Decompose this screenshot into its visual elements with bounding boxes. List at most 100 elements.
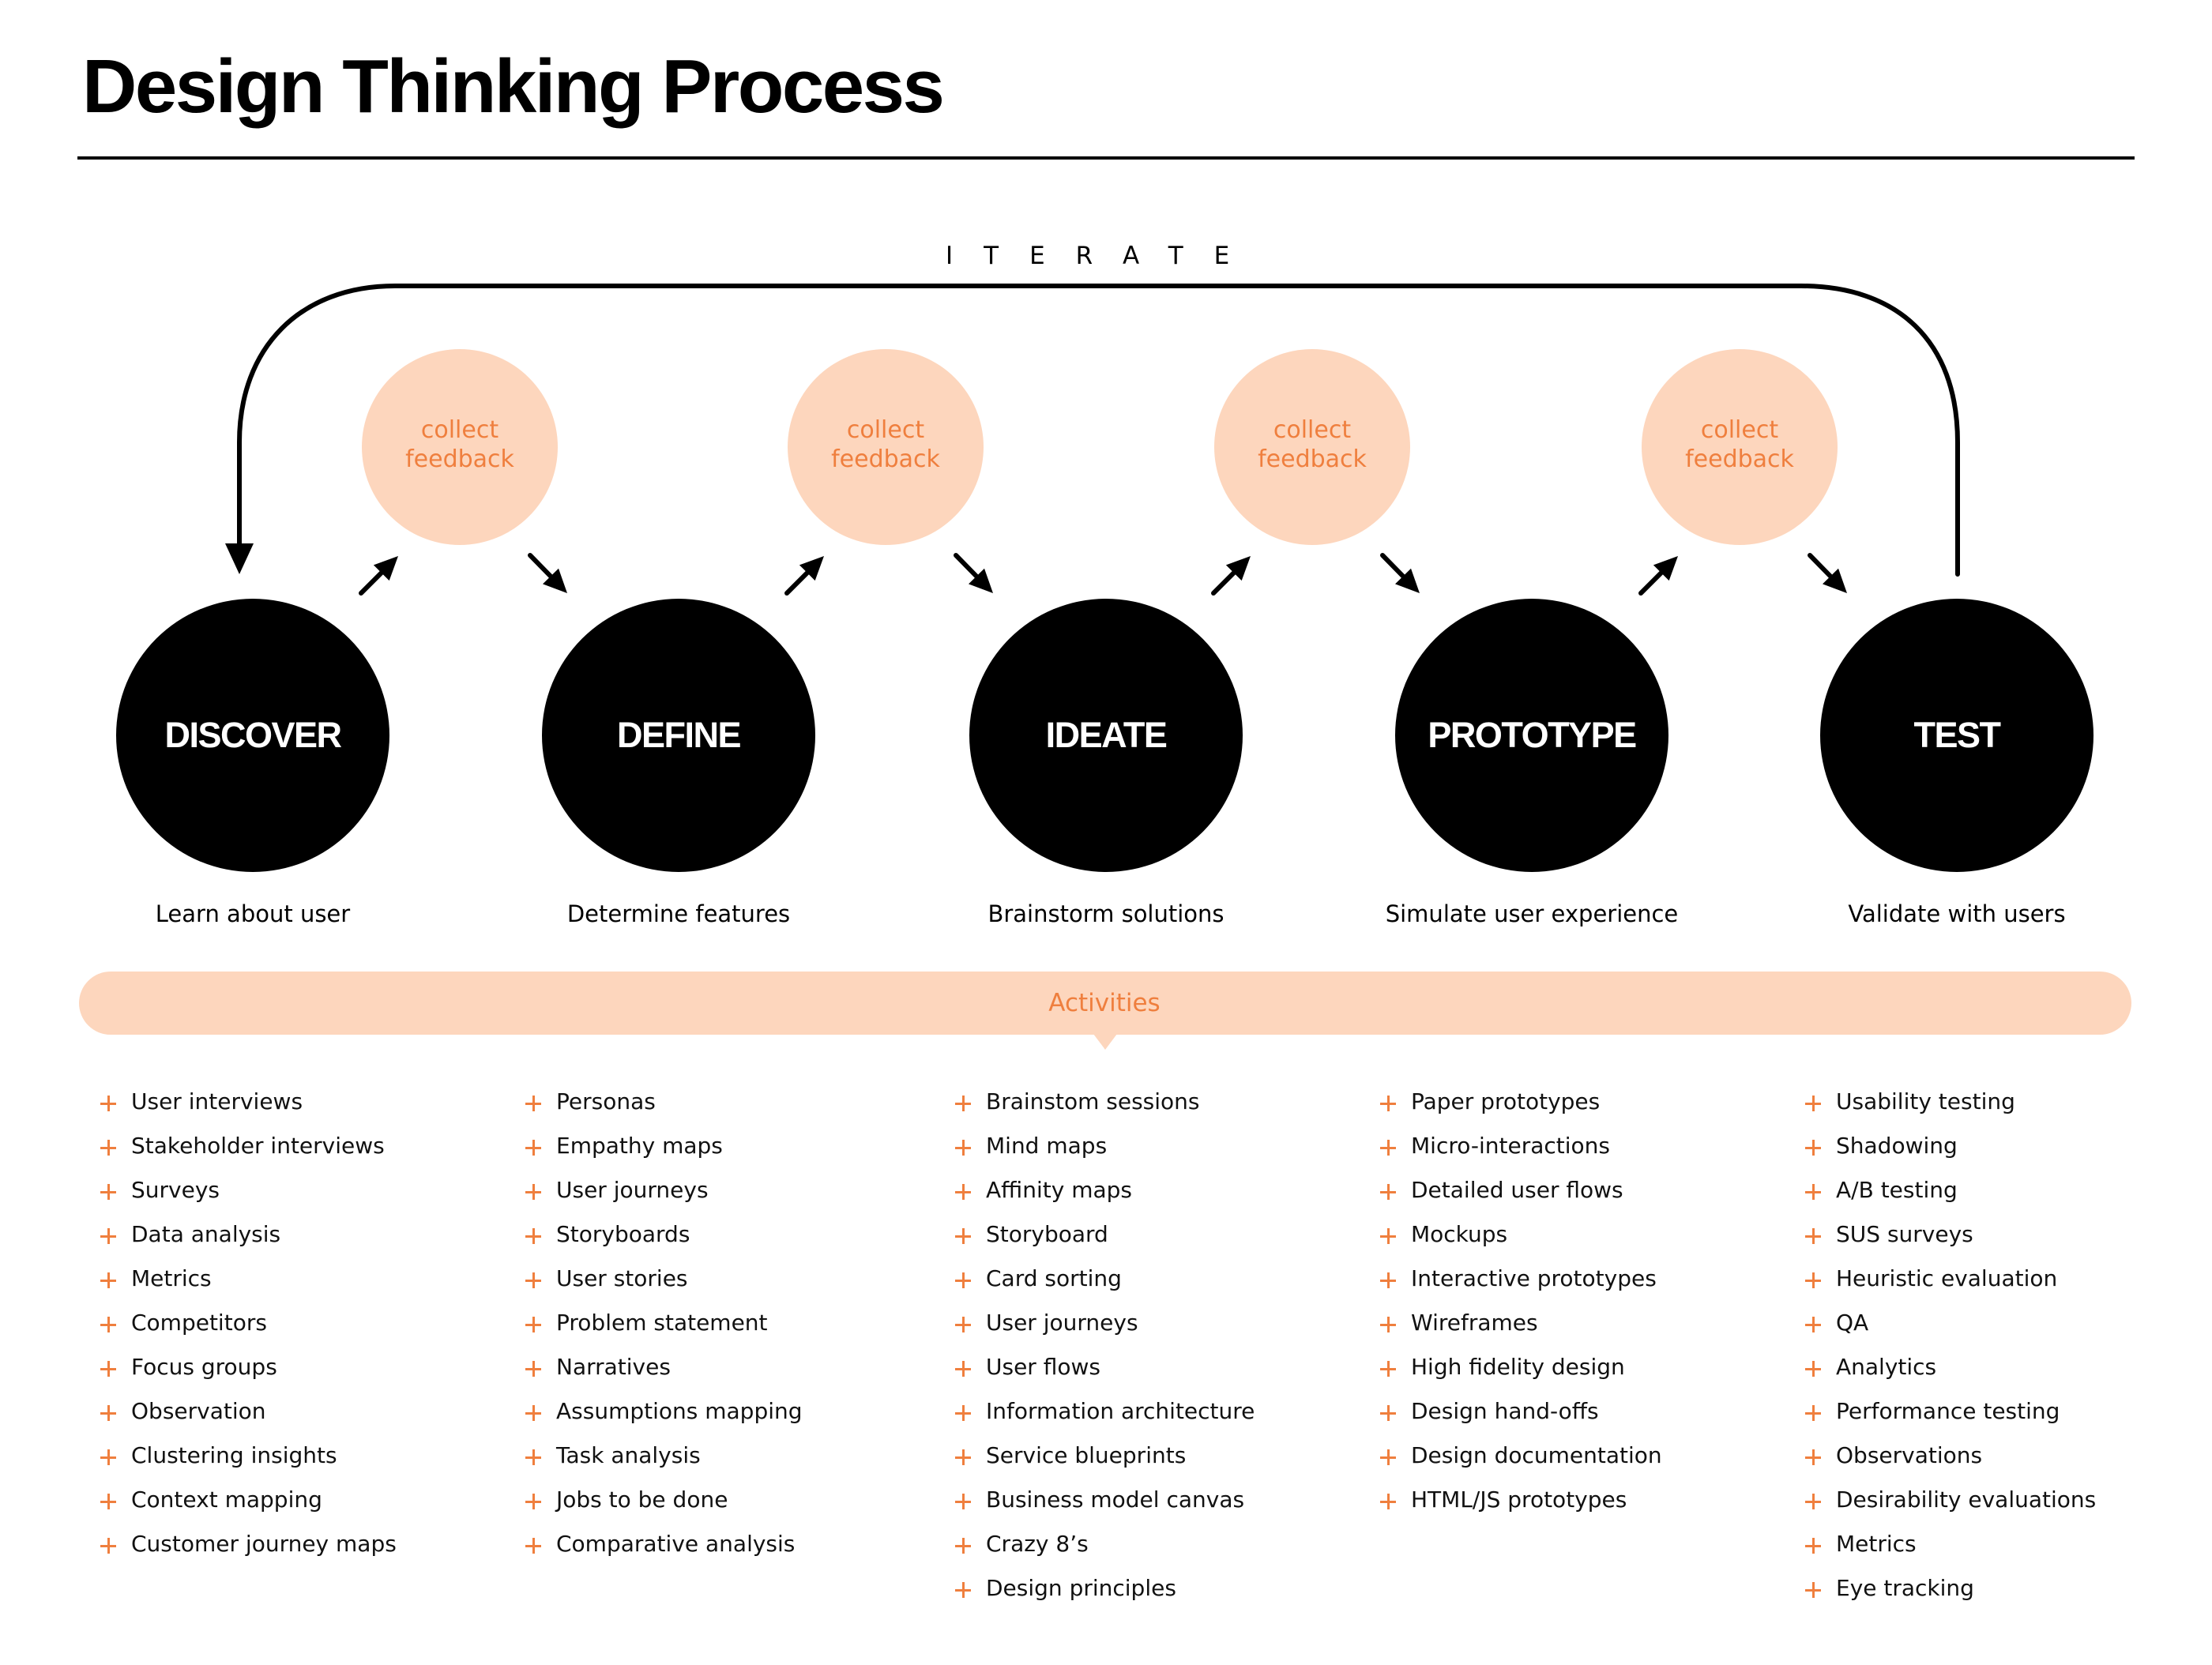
plus-icon [100,1184,116,1200]
activity-item-label: Interactive prototypes [1411,1265,1657,1291]
feedback-arrows [359,553,1847,596]
plus-icon [100,1361,116,1377]
arrow-down-right-icon [1380,553,1420,593]
plus-icon [955,1582,971,1598]
plus-icon [525,1228,541,1244]
activity-item-label: Mind maps [986,1133,1108,1159]
plus-icon [525,1317,541,1332]
plus-icon [100,1405,116,1421]
activity-item-label: Design documentation [1411,1442,1662,1468]
plus-icon [100,1228,116,1244]
plus-icon [1805,1494,1821,1509]
activity-item-label: Jobs to be done [556,1486,728,1513]
activity-item-label: Crazy 8’s [986,1531,1089,1557]
plus-icon [100,1449,116,1465]
plus-icon [1380,1184,1396,1200]
plus-icon [100,1096,116,1111]
plus-icon [1805,1317,1821,1332]
plus-icon [955,1449,971,1465]
activity-item-label: Affinity maps [986,1177,1132,1203]
plus-icon [955,1361,971,1377]
activity-item-label: Brainstom sessions [986,1088,1200,1114]
stage-description: Determine features [566,900,791,927]
activity-item-label: Design principles [986,1575,1176,1601]
activity-item-label: QA [1836,1310,1869,1336]
plus-icon [100,1538,116,1554]
plus-icon [1805,1449,1821,1465]
feedback-line-1: collect [1273,416,1352,444]
plus-icon [100,1272,116,1288]
plus-icon [1380,1361,1396,1377]
activity-item-label: Storyboards [556,1221,690,1247]
page-title: Design Thinking Process [82,44,945,129]
activity-item-label: High fidelity design [1411,1354,1625,1380]
arrow-up-right-icon [1638,556,1678,596]
plus-icon [525,1096,541,1111]
activity-item-label: User flows [986,1354,1100,1380]
stage-label: DISCOVER [164,715,342,755]
arrow-up-right-icon [359,556,398,596]
activity-item-label: Storyboard [986,1221,1108,1247]
activity-item-label: Micro-interactions [1411,1133,1610,1159]
arrow-up-right-icon [784,556,824,596]
activity-item-label: Performance testing [1836,1398,2060,1424]
activity-item-label: Assumptions mapping [556,1398,803,1424]
activity-item-label: Focus groups [131,1354,277,1380]
plus-icon [1380,1317,1396,1332]
activities-header-bar: Activities [79,972,2131,1035]
plus-icon [1380,1096,1396,1111]
plus-icon [525,1272,541,1288]
plus-icon [525,1184,541,1200]
plus-icon [525,1538,541,1554]
stage-circle-prototype: PROTOTYPE [1395,599,1668,872]
plus-icon [1805,1140,1821,1156]
activity-item-label: Shadowing [1836,1133,1958,1159]
plus-icon [1380,1140,1396,1156]
stage-description: Validate with users [1848,900,2066,927]
plus-icon [955,1272,971,1288]
plus-icon [1805,1582,1821,1598]
plus-icon [955,1538,971,1554]
plus-icon [955,1317,971,1332]
activity-item-label: Metrics [1836,1531,1917,1557]
title-divider [77,156,2135,160]
activity-item-label: Problem statement [556,1310,768,1336]
activities-header: Activities [1048,989,1161,1017]
arrow-down-right-icon [528,553,567,593]
activity-item-label: A/B testing [1836,1177,1958,1203]
stage-description: Learn about user [155,900,351,927]
activity-item-label: Heuristic evaluation [1836,1265,2058,1291]
activity-item-label: Observations [1836,1442,1983,1468]
activity-item-label: Mockups [1411,1221,1508,1247]
plus-icon [100,1317,116,1332]
activity-item-label: Customer journey maps [131,1531,397,1557]
plus-icon [1380,1494,1396,1509]
stage-label: TEST [1913,715,2001,755]
plus-icon [955,1405,971,1421]
feedback-line-2: feedback [1685,445,1794,473]
plus-icon [1805,1361,1821,1377]
plus-icon [955,1494,971,1509]
arrow-up-right-icon [1211,556,1251,596]
plus-icon [1805,1538,1821,1554]
plus-icon [525,1140,541,1156]
activity-item-label: Desirability evaluations [1836,1486,2097,1513]
arrow-down-right-icon [954,553,993,593]
stage-circle-discover: DISCOVER [116,599,389,872]
stage-label: DEFINE [616,715,742,755]
stage-description: Simulate user experience [1385,900,1679,927]
activity-item-label: Narratives [556,1354,671,1380]
plus-icon [1805,1184,1821,1200]
activity-item-label: Stakeholder interviews [131,1133,385,1159]
activity-item-label: HTML/JS prototypes [1411,1486,1627,1513]
stage-label: PROTOTYPE [1428,715,1637,755]
plus-icon [1805,1272,1821,1288]
plus-icon [955,1140,971,1156]
